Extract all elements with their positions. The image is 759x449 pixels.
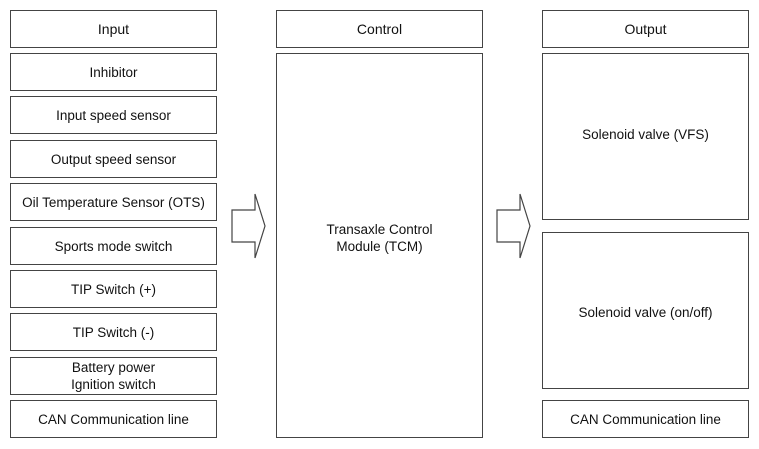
- input-item-oil-temperature-sensor: Oil Temperature Sensor (OTS): [10, 183, 217, 221]
- control-header: Control: [276, 10, 483, 48]
- input-item-inhibitor: Inhibitor: [10, 53, 217, 91]
- input-item-output-speed-sensor: Output speed sensor: [10, 140, 217, 178]
- input-to-control-arrow: [231, 193, 266, 259]
- input-item-battery-ignition: Battery power Ignition switch: [10, 357, 217, 395]
- input-item-tip-switch-minus: TIP Switch (-): [10, 313, 217, 351]
- input-header: Input: [10, 10, 217, 48]
- output-item-solenoid-onoff: Solenoid valve (on/off): [542, 232, 749, 389]
- output-header: Output: [542, 10, 749, 48]
- output-item-can-line: CAN Communication line: [542, 400, 749, 438]
- input-item-sports-mode-switch: Sports mode switch: [10, 227, 217, 265]
- input-item-can-line: CAN Communication line: [10, 400, 217, 438]
- input-item-input-speed-sensor: Input speed sensor: [10, 96, 217, 134]
- output-item-solenoid-vfs: Solenoid valve (VFS): [542, 53, 749, 220]
- input-item-tip-switch-plus: TIP Switch (+): [10, 270, 217, 308]
- tcm-module-box: Transaxle Control Module (TCM): [276, 53, 483, 438]
- control-to-output-arrow: [496, 193, 531, 259]
